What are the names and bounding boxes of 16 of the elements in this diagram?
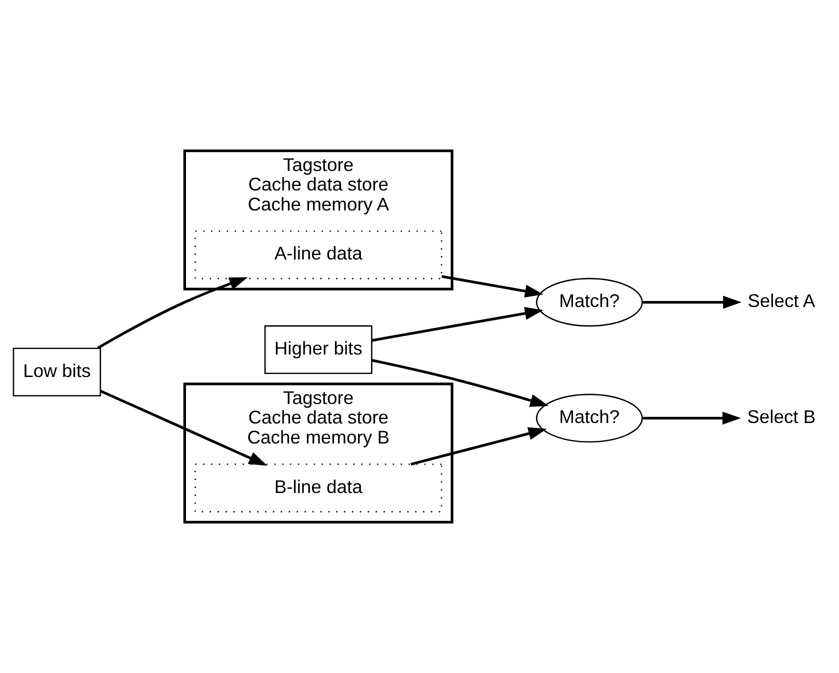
node-box: A-line data xyxy=(194,230,442,280)
node-box: Higher bits xyxy=(264,325,372,374)
arrow xyxy=(642,296,742,309)
node-box: Low bits xyxy=(12,348,102,396)
arrow xyxy=(100,390,268,466)
arrow xyxy=(441,275,544,298)
arrow xyxy=(642,412,741,425)
node-text: Select B xyxy=(747,406,816,428)
arrow xyxy=(410,427,547,466)
node-box: B-line data xyxy=(194,464,442,512)
node-ellipse: Match? xyxy=(536,278,643,327)
arrow xyxy=(372,359,549,407)
arrow xyxy=(372,307,544,342)
node-text: Select A xyxy=(748,290,816,312)
arrow xyxy=(97,277,248,350)
node-ellipse: Match? xyxy=(536,394,643,443)
